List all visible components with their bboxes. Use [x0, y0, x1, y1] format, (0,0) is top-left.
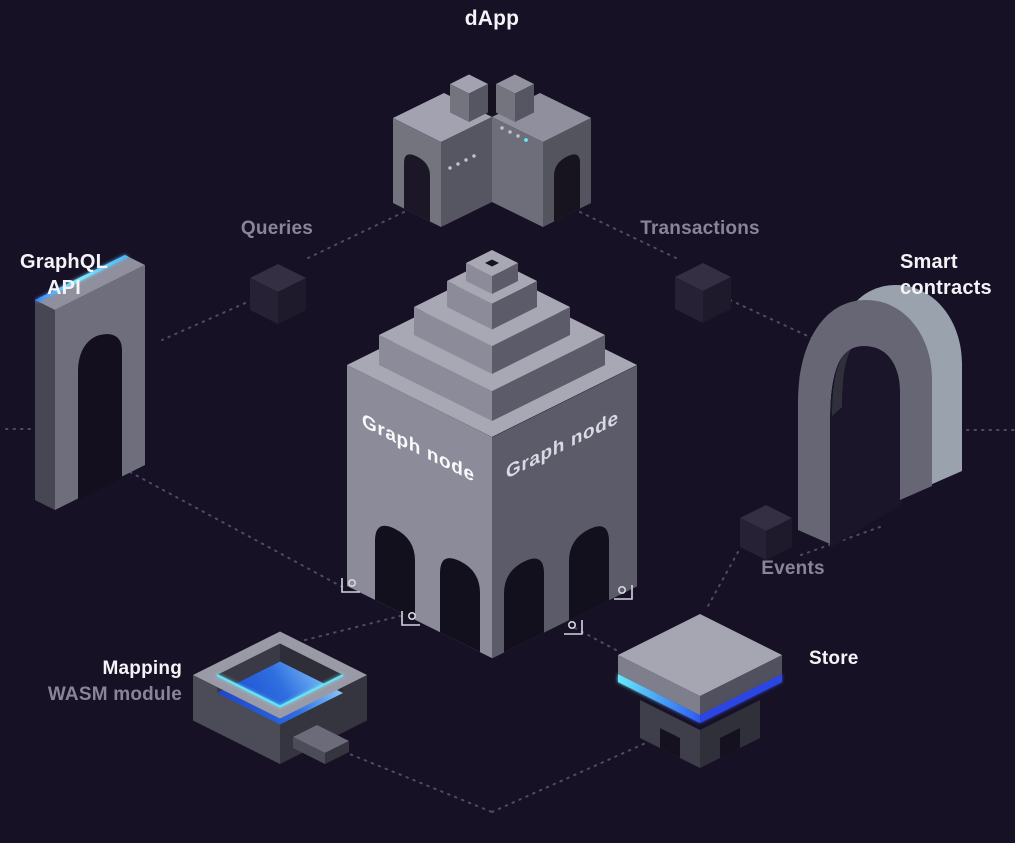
corner-marker-icon [564, 620, 583, 635]
corner-marker-icon [401, 611, 420, 626]
dapp-illustration [393, 74, 591, 227]
smart-contracts-arch-illustration [798, 285, 962, 548]
queries-flow-label: Queries [240, 218, 314, 239]
graphql-api-label: GraphQL API [8, 249, 120, 301]
corner-marker-icon [614, 585, 633, 600]
graphql-api-arch-illustration [34, 255, 145, 510]
dapp-label: dApp [464, 7, 520, 30]
smart-contracts-label: Smart contracts [900, 249, 1020, 301]
store-illustration [618, 614, 782, 768]
page-margin-strip [1015, 0, 1024, 843]
smart-contracts-label-line2: contracts [900, 277, 992, 299]
store-label: Store [809, 648, 859, 669]
transactions-flow-label: Transactions [640, 218, 760, 239]
events-flow-label: Events [761, 558, 825, 579]
corner-marker-icon [341, 578, 360, 593]
mapping-label-line2: WASM module [47, 684, 182, 705]
graphql-api-label-line1: GraphQL [19, 251, 109, 273]
graph-node-illustration [347, 250, 637, 659]
smart-contracts-label-line1: Smart [900, 251, 958, 273]
graphql-api-label-line2: API [47, 277, 81, 299]
mapping-label: Mapping WASM module [26, 656, 182, 708]
events-cube-icon [740, 505, 792, 560]
mapping-label-line1: Mapping [102, 658, 182, 679]
queries-cube-icon [250, 264, 306, 324]
mapping-wasm-module-illustration [193, 631, 367, 764]
transactions-cube-icon [675, 263, 731, 323]
led-dots-icon [448, 126, 528, 170]
